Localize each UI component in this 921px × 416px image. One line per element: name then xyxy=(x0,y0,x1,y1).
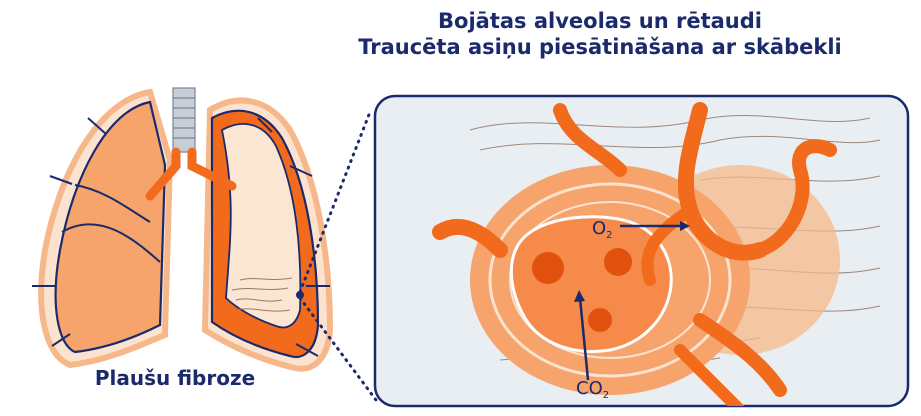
carbon-dioxide-subscript: 2 xyxy=(603,390,609,401)
oxygen-subscript: 2 xyxy=(606,230,612,241)
lung-caption: Plaušu fibroze xyxy=(60,366,290,390)
alveoli-panel: O2 CO2 xyxy=(375,96,908,410)
lungs-illustration xyxy=(32,88,330,369)
